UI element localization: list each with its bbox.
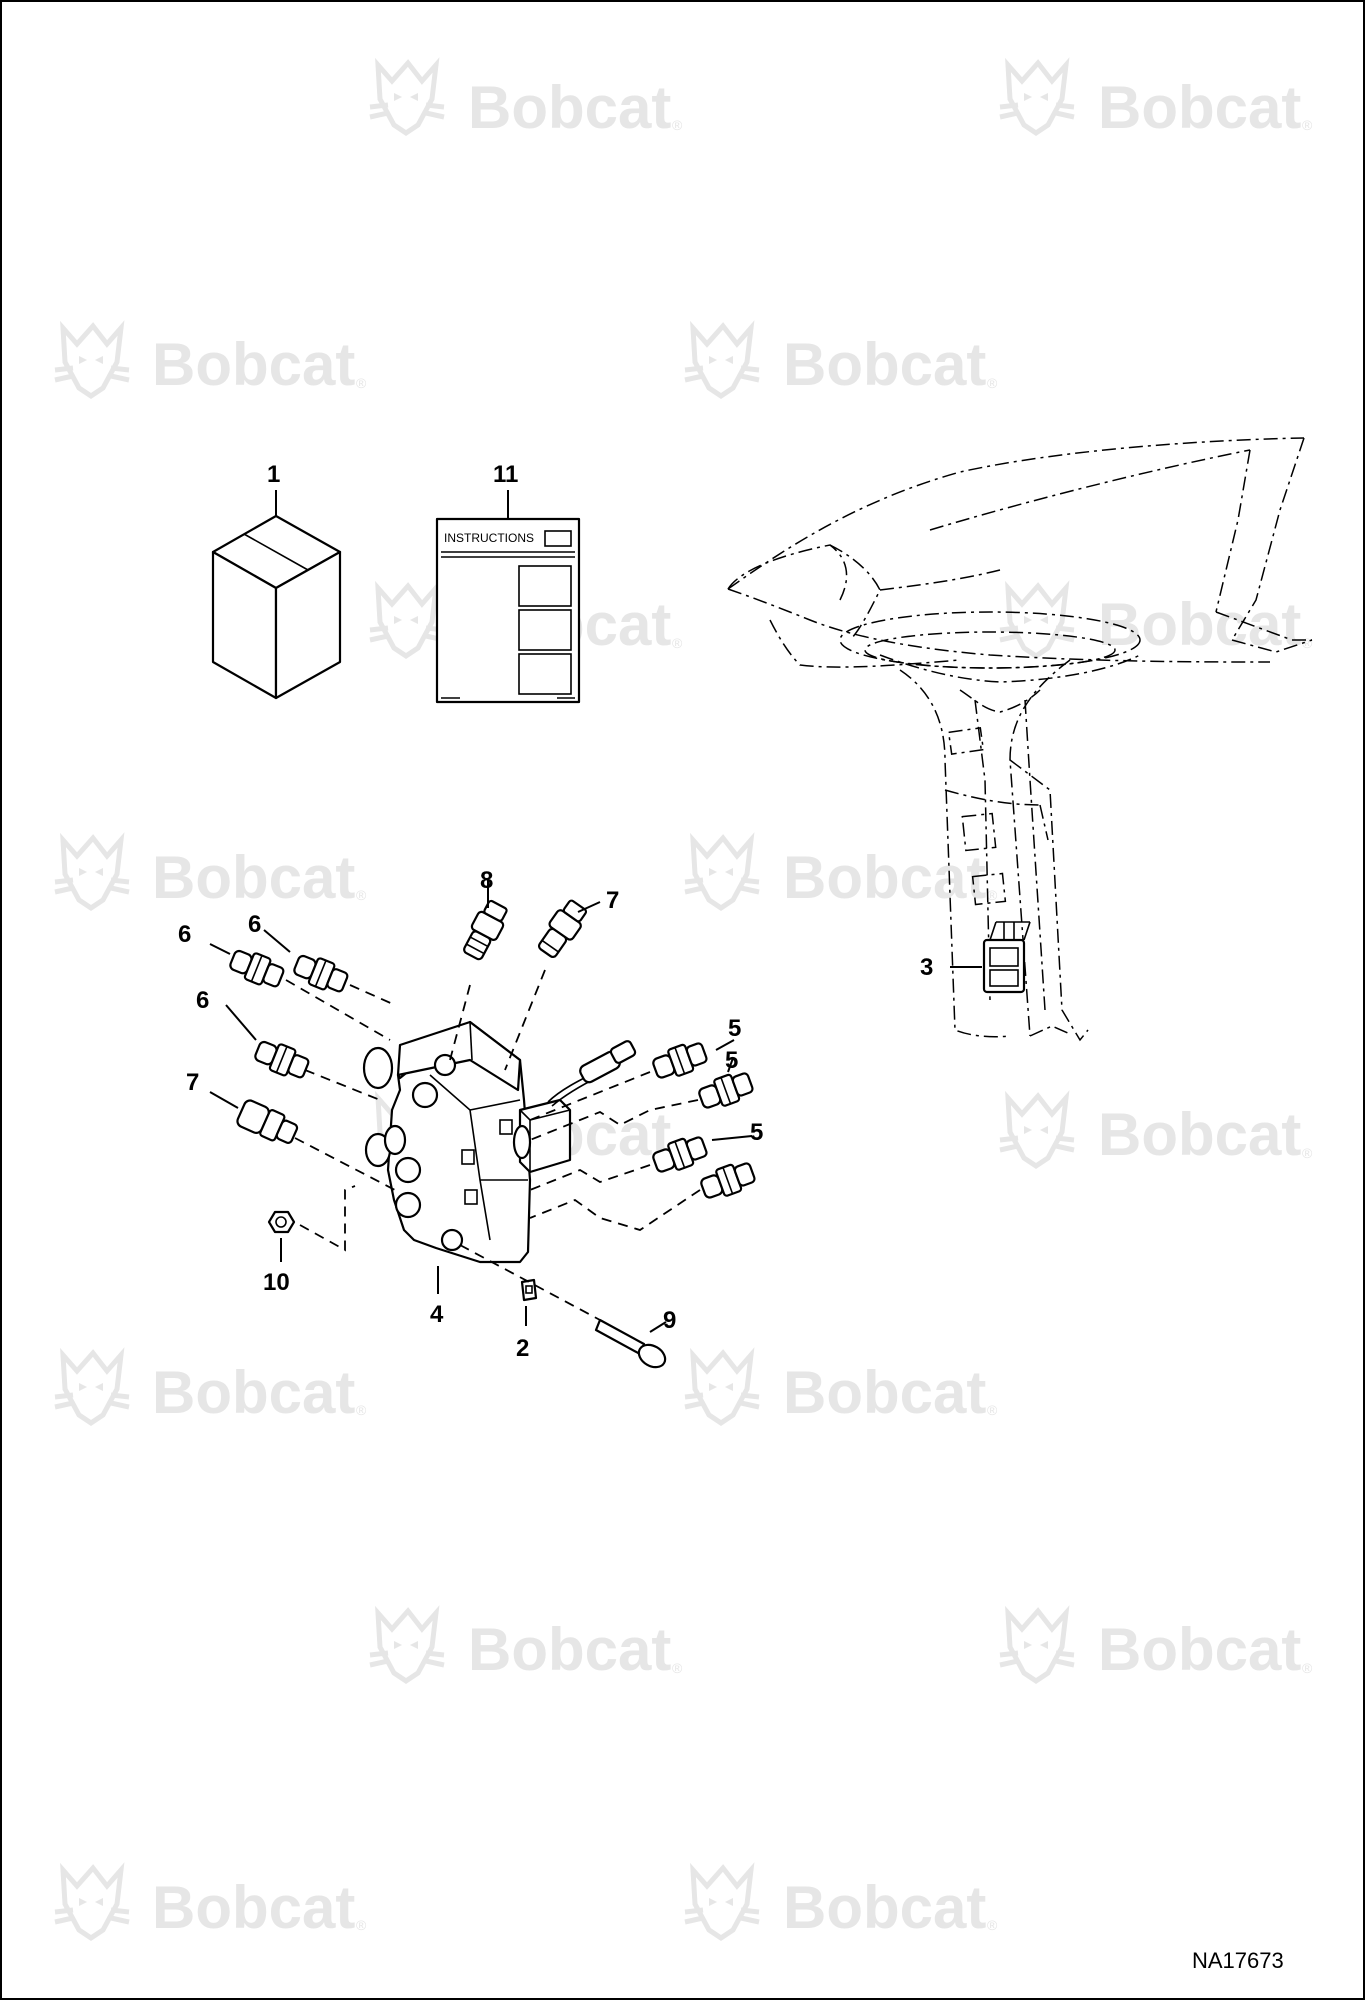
instructions-title: INSTRUCTIONS <box>444 531 534 545</box>
watermark-logo-6 <box>1000 586 1074 656</box>
svg-text:®: ® <box>356 1917 367 1933</box>
callout-5-c: 5 <box>750 1119 763 1146</box>
watermark-text-13: Bobcat <box>468 1616 671 1683</box>
callout-2: 2 <box>516 1335 529 1362</box>
svg-text:®: ® <box>1302 635 1313 651</box>
callout-5-a: 5 <box>728 1015 741 1042</box>
watermark-text-8: Bobcat <box>783 844 986 911</box>
solenoid-coil <box>512 1098 572 1174</box>
svg-text:®: ® <box>356 887 367 903</box>
watermark-text-7: Bobcat <box>152 844 355 911</box>
watermark-text-4: Bobcat <box>783 331 986 398</box>
part-8-elbow-fitting <box>449 880 508 1061</box>
callout-6-b: 6 <box>248 911 261 938</box>
watermark-logo-1 <box>370 63 444 133</box>
callout-8: 8 <box>480 867 493 894</box>
callout-4: 4 <box>430 1301 444 1328</box>
watermark-logo-11 <box>55 1353 129 1423</box>
callout-9: 9 <box>663 1307 676 1334</box>
callout-6-c: 6 <box>196 987 209 1014</box>
svg-text:®: ® <box>1302 117 1313 133</box>
svg-text:®: ® <box>672 635 683 651</box>
watermark-text-10: Bobcat <box>1098 1101 1301 1168</box>
watermark-logo-14 <box>1000 1611 1074 1681</box>
watermark-logo-13 <box>370 1611 444 1681</box>
svg-text:®: ® <box>1302 1660 1313 1676</box>
part-7-upper-elbow-fitting <box>504 899 601 1071</box>
svg-text:®: ® <box>987 375 998 391</box>
cab-console-assembly <box>727 437 1313 1042</box>
callout-1: 1 <box>267 461 280 488</box>
watermark-text-12: Bobcat <box>783 1359 986 1426</box>
watermark-logo-8 <box>685 838 759 908</box>
svg-text:®: ® <box>672 1660 683 1676</box>
part-5-straight-fittings <box>529 1039 756 1231</box>
watermark-logo-5 <box>370 586 444 656</box>
part-7-lower-elbow-fitting <box>209 1091 396 1191</box>
watermark-text-6: Bobcat <box>1098 591 1301 658</box>
watermark-text-14: Bobcat <box>1098 1616 1301 1683</box>
watermark-logo-10 <box>1000 1096 1074 1166</box>
watermark-logo-15 <box>55 1868 129 1938</box>
watermark-logo-16 <box>685 1868 759 1938</box>
svg-text:®: ® <box>987 1917 998 1933</box>
part-11-instructions-booklet: INSTRUCTIONS <box>435 490 581 704</box>
watermark-layer: Bobcat ® Bobcat ® Bobcat ® Bobcat ® Bobc… <box>55 63 1313 1941</box>
callout-10: 10 <box>263 1269 290 1296</box>
callout-3: 3 <box>920 954 933 981</box>
watermark-text-16: Bobcat <box>783 1874 986 1941</box>
watermark-logo-4 <box>685 326 759 396</box>
svg-text:®: ® <box>987 1402 998 1418</box>
svg-text:®: ® <box>1302 1145 1313 1161</box>
watermark-logo-12 <box>685 1353 759 1423</box>
callout-7-lower: 7 <box>186 1069 199 1096</box>
part-9-bolt <box>459 1244 667 1369</box>
part-6-straight-fittings <box>209 929 396 1101</box>
watermark-logo-3 <box>55 326 129 396</box>
watermark-logo-7 <box>55 838 129 908</box>
svg-text:®: ® <box>356 1402 367 1418</box>
watermark-text-2: Bobcat <box>1098 74 1301 141</box>
watermark-text-15: Bobcat <box>152 1874 355 1941</box>
svg-text:®: ® <box>672 117 683 133</box>
callout-5-b: 5 <box>725 1047 738 1074</box>
figure-number: NA17673 <box>1192 1948 1284 1973</box>
watermark-text-11: Bobcat <box>152 1359 355 1426</box>
part-10-nut <box>267 1185 356 1262</box>
part-3-rocker-switch <box>982 921 1031 994</box>
watermark-text-3: Bobcat <box>152 331 355 398</box>
callout-7-upper: 7 <box>606 887 619 914</box>
part-4-valve-body <box>362 1020 637 1294</box>
svg-text:®: ® <box>356 375 367 391</box>
watermark-text-1: Bobcat <box>468 74 671 141</box>
callout-11: 11 <box>493 461 518 488</box>
part-1-box <box>211 490 342 700</box>
watermark-logo-2 <box>1000 63 1074 133</box>
wire-connector <box>579 1040 637 1084</box>
part-2-clip <box>520 1278 538 1326</box>
svg-text:®: ® <box>987 887 998 903</box>
callout-6-a: 6 <box>178 921 191 948</box>
